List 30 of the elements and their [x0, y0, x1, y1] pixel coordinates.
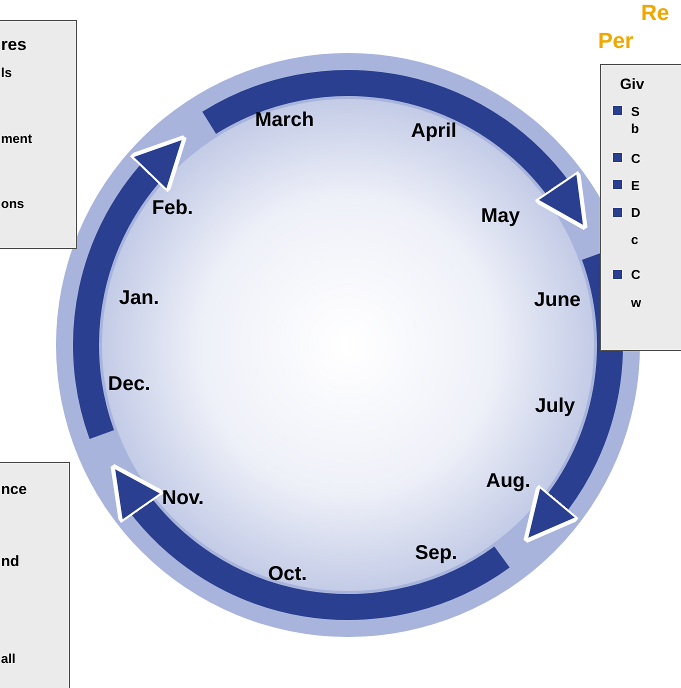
month-label: Dec.	[108, 373, 150, 396]
month-label: Jan.	[119, 287, 160, 310]
month-label: June	[534, 289, 581, 312]
title-text: Per	[598, 28, 634, 54]
panel-text: ment	[1, 131, 32, 146]
panel-text: ls	[1, 65, 12, 80]
panel-text: ons	[1, 196, 24, 211]
month-label: July	[535, 395, 576, 418]
month-label: March	[255, 109, 314, 132]
month-label: Feb.	[152, 197, 194, 220]
text-panel	[0, 462, 70, 688]
month-label: Sep.	[415, 542, 458, 565]
heading-text: res	[1, 35, 27, 55]
bullet-text: C w	[631, 266, 642, 312]
bullet-text: C	[631, 150, 642, 167]
text-panel	[0, 20, 77, 249]
title-text: Re	[641, 0, 670, 26]
month-label: Oct.	[268, 563, 307, 586]
bullet-text: S b	[631, 103, 641, 137]
bullet-text: E	[631, 177, 641, 194]
panel-text: nd	[1, 553, 20, 570]
month-label: Aug.	[486, 470, 530, 493]
panel-text: nce	[1, 481, 27, 498]
text-panel	[600, 64, 681, 351]
panel-text: all	[1, 651, 16, 666]
month-label: April	[411, 120, 457, 143]
month-label: Nov.	[162, 487, 204, 510]
month-label: May	[481, 205, 520, 228]
bullet-text: D c	[631, 204, 642, 249]
heading-text: Giv	[620, 76, 644, 93]
